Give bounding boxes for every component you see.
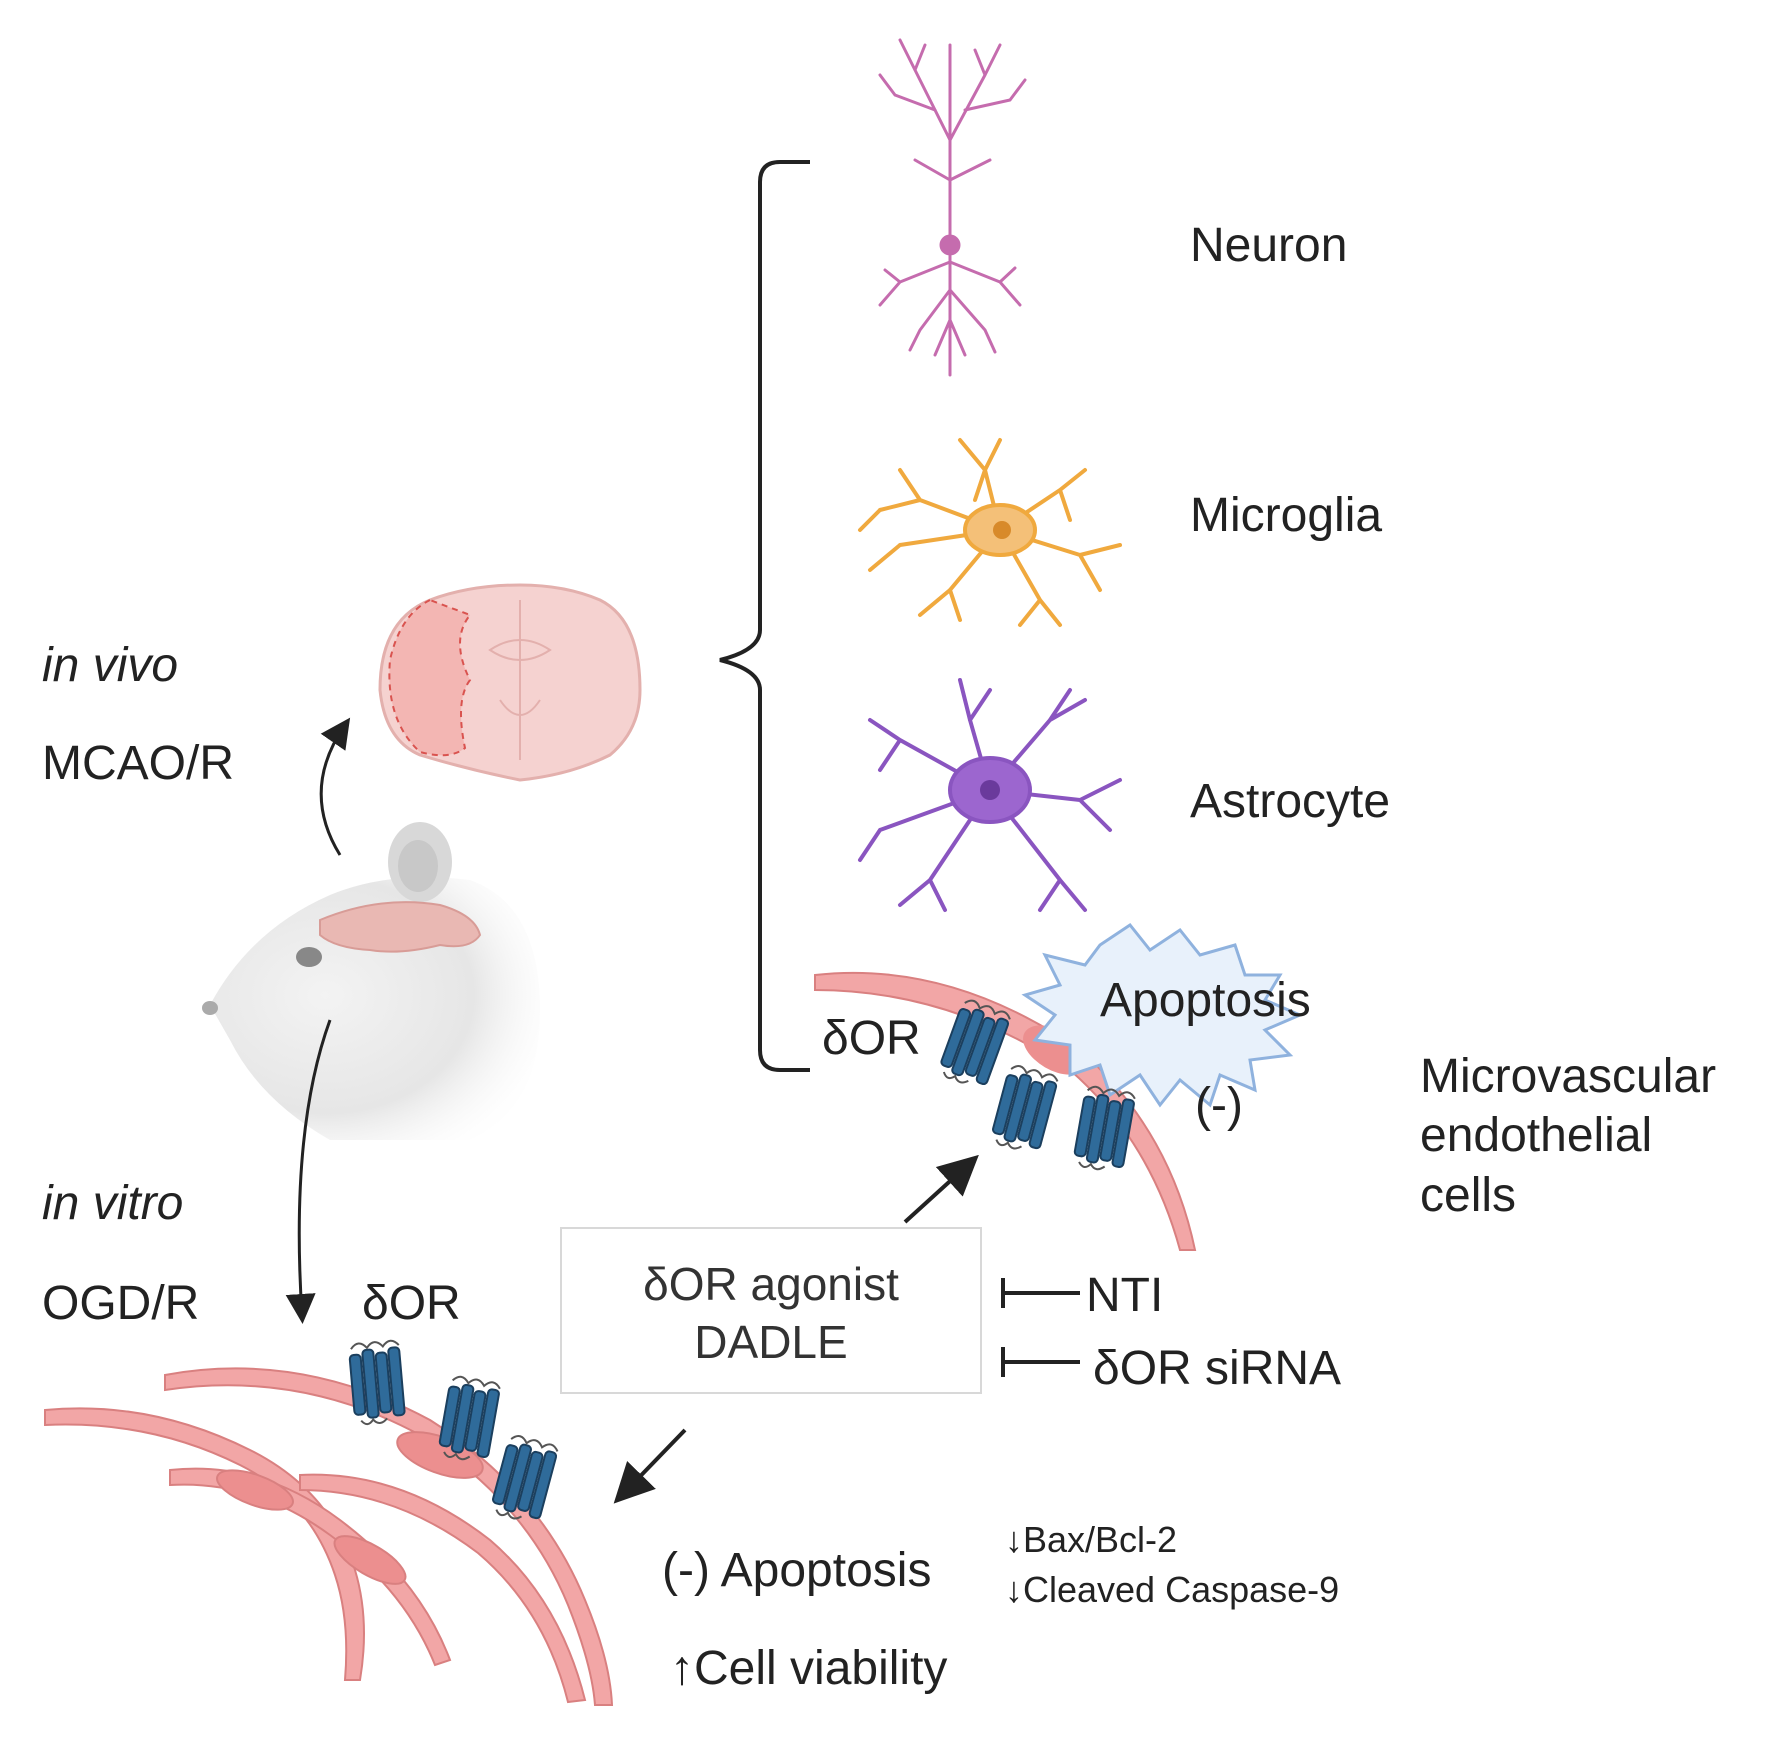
outcome-bax-label: ↓Bax/Bcl-2 <box>1005 1519 1178 1560</box>
cell-types-brace <box>719 160 810 1072</box>
agonist-box: δOR agonist DADLE <box>560 1227 982 1394</box>
arrow-agonist-to-top <box>903 1154 979 1224</box>
brain-slice-illustration <box>378 583 642 782</box>
dor-bottom-label: δOR <box>362 1277 461 1330</box>
mvec-label-line2: endothelial <box>1420 1109 1653 1162</box>
astrocyte-label: Astrocyte <box>1190 775 1391 828</box>
outcome-viability-label: ↑Cell viability <box>670 1642 948 1695</box>
sirna-inhibition-symbol <box>1001 1347 1080 1377</box>
apoptosis-burst-label: Apoptosis <box>1100 974 1311 1027</box>
ogd-label: OGD/R <box>42 1277 200 1330</box>
agonist-line1: δOR agonist <box>643 1258 899 1310</box>
nti-label: NTI <box>1086 1269 1164 1322</box>
mouse-illustration <box>202 822 540 1140</box>
bottom-vessel-illustration <box>44 1367 614 1706</box>
neuron-illustration <box>878 38 1027 377</box>
mcao-label: MCAO/R <box>42 737 234 790</box>
in-vivo-label: in vivo <box>42 639 179 692</box>
neuron-label: Neuron <box>1190 219 1348 272</box>
sirna-label: δOR siRNA <box>1093 1342 1342 1395</box>
in-vitro-label: in vitro <box>42 1177 184 1230</box>
dor-top-label: δOR <box>822 1012 921 1065</box>
microglia-label: Microglia <box>1190 489 1383 542</box>
agonist-line2: DADLE <box>694 1316 848 1368</box>
mvec-label-line1: Microvascular <box>1420 1050 1717 1103</box>
arrow-agonist-to-bottom <box>613 1428 687 1504</box>
microglia-illustration <box>858 438 1122 627</box>
minus-label: (-) <box>1195 1079 1243 1132</box>
outcome-apoptosis-label: (-) Apoptosis <box>662 1544 932 1597</box>
nti-inhibition-symbol <box>1001 1278 1080 1308</box>
mvec-label-line3: cells <box>1420 1169 1517 1222</box>
astrocyte-illustration <box>858 678 1122 912</box>
arrow-to-in-vivo <box>319 717 351 856</box>
arrow-to-in-vitro <box>285 1019 332 1324</box>
apoptosis-burst <box>1021 922 1304 1108</box>
outcome-caspase-label: ↓Cleaved Caspase-9 <box>1005 1569 1340 1610</box>
